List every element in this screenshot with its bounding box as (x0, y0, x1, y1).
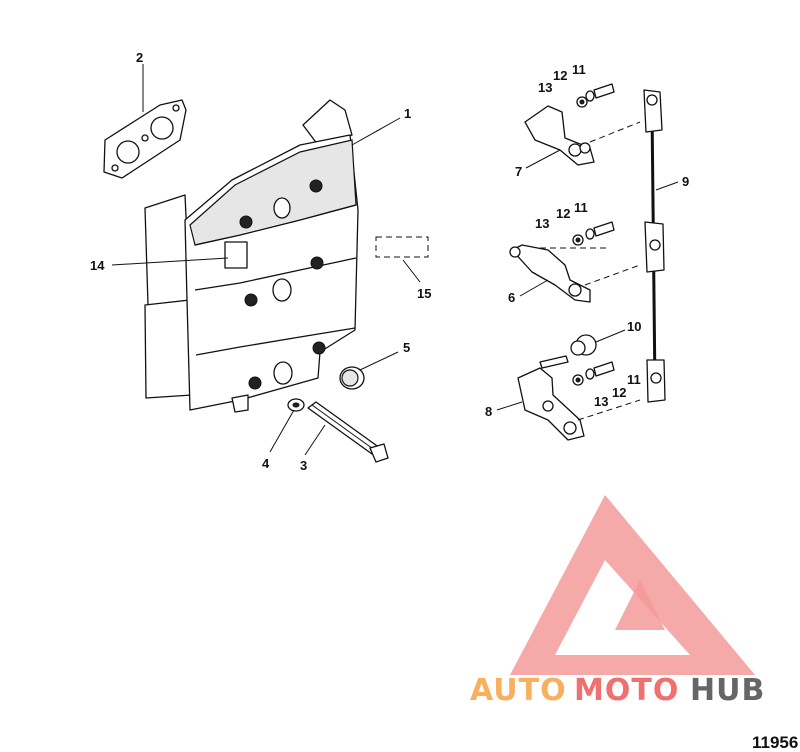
leader-lines (111, 64, 679, 456)
gasket-part (103, 99, 187, 179)
callout-9: 9 (682, 174, 689, 189)
callout-2: 2 (136, 50, 143, 65)
watermark-text-hub: HUB (690, 673, 765, 708)
callout-13-bot: 13 (594, 394, 608, 409)
figure-number: 11956 (752, 733, 798, 752)
callout-12-top: 12 (553, 68, 567, 83)
callout-11-bot: 11 (627, 372, 641, 387)
callout-13-top: 13 (538, 80, 552, 95)
watermark-logo: AUTO MOTO HUB (470, 495, 765, 708)
callout-11-top: 11 (572, 62, 586, 77)
callout-15: 15 (417, 286, 431, 301)
plug-part (339, 366, 365, 390)
callout-1: 1 (404, 106, 411, 121)
callout-14: 14 (90, 258, 105, 273)
callout-10: 10 (627, 319, 641, 334)
washer-part (287, 398, 305, 412)
fastener-group-top (576, 83, 615, 108)
callout-6: 6 (508, 290, 515, 305)
spacer-part (570, 334, 597, 356)
callout-8: 8 (485, 404, 492, 419)
fastener-group-mid (572, 221, 615, 246)
callout-5: 5 (403, 340, 410, 355)
callout-11-mid: 11 (574, 200, 588, 215)
callout-7: 7 (515, 164, 522, 179)
connector-dashed-outline (375, 236, 429, 258)
watermark-triangle-inner (555, 560, 690, 655)
callout-labels: 2 1 14 15 5 4 3 13 12 11 7 9 13 12 11 6 … (90, 50, 689, 473)
callout-3: 3 (300, 458, 307, 473)
lever-6-part (509, 244, 641, 303)
lever-7-part (524, 105, 641, 166)
callout-13-mid: 13 (535, 216, 549, 231)
fastener-group-bot (572, 361, 615, 386)
lever-8-part (517, 355, 641, 441)
bolt-part (307, 401, 389, 463)
control-module-part (144, 99, 359, 413)
watermark-triangle-core (615, 580, 665, 630)
watermark-text-auto: AUTO (470, 673, 567, 708)
linkage-rod-part (643, 89, 666, 403)
callout-4: 4 (262, 456, 270, 471)
watermark-text-moto: MOTO (574, 673, 679, 708)
callout-12-bot: 12 (612, 385, 626, 400)
callout-12-mid: 12 (556, 206, 570, 221)
